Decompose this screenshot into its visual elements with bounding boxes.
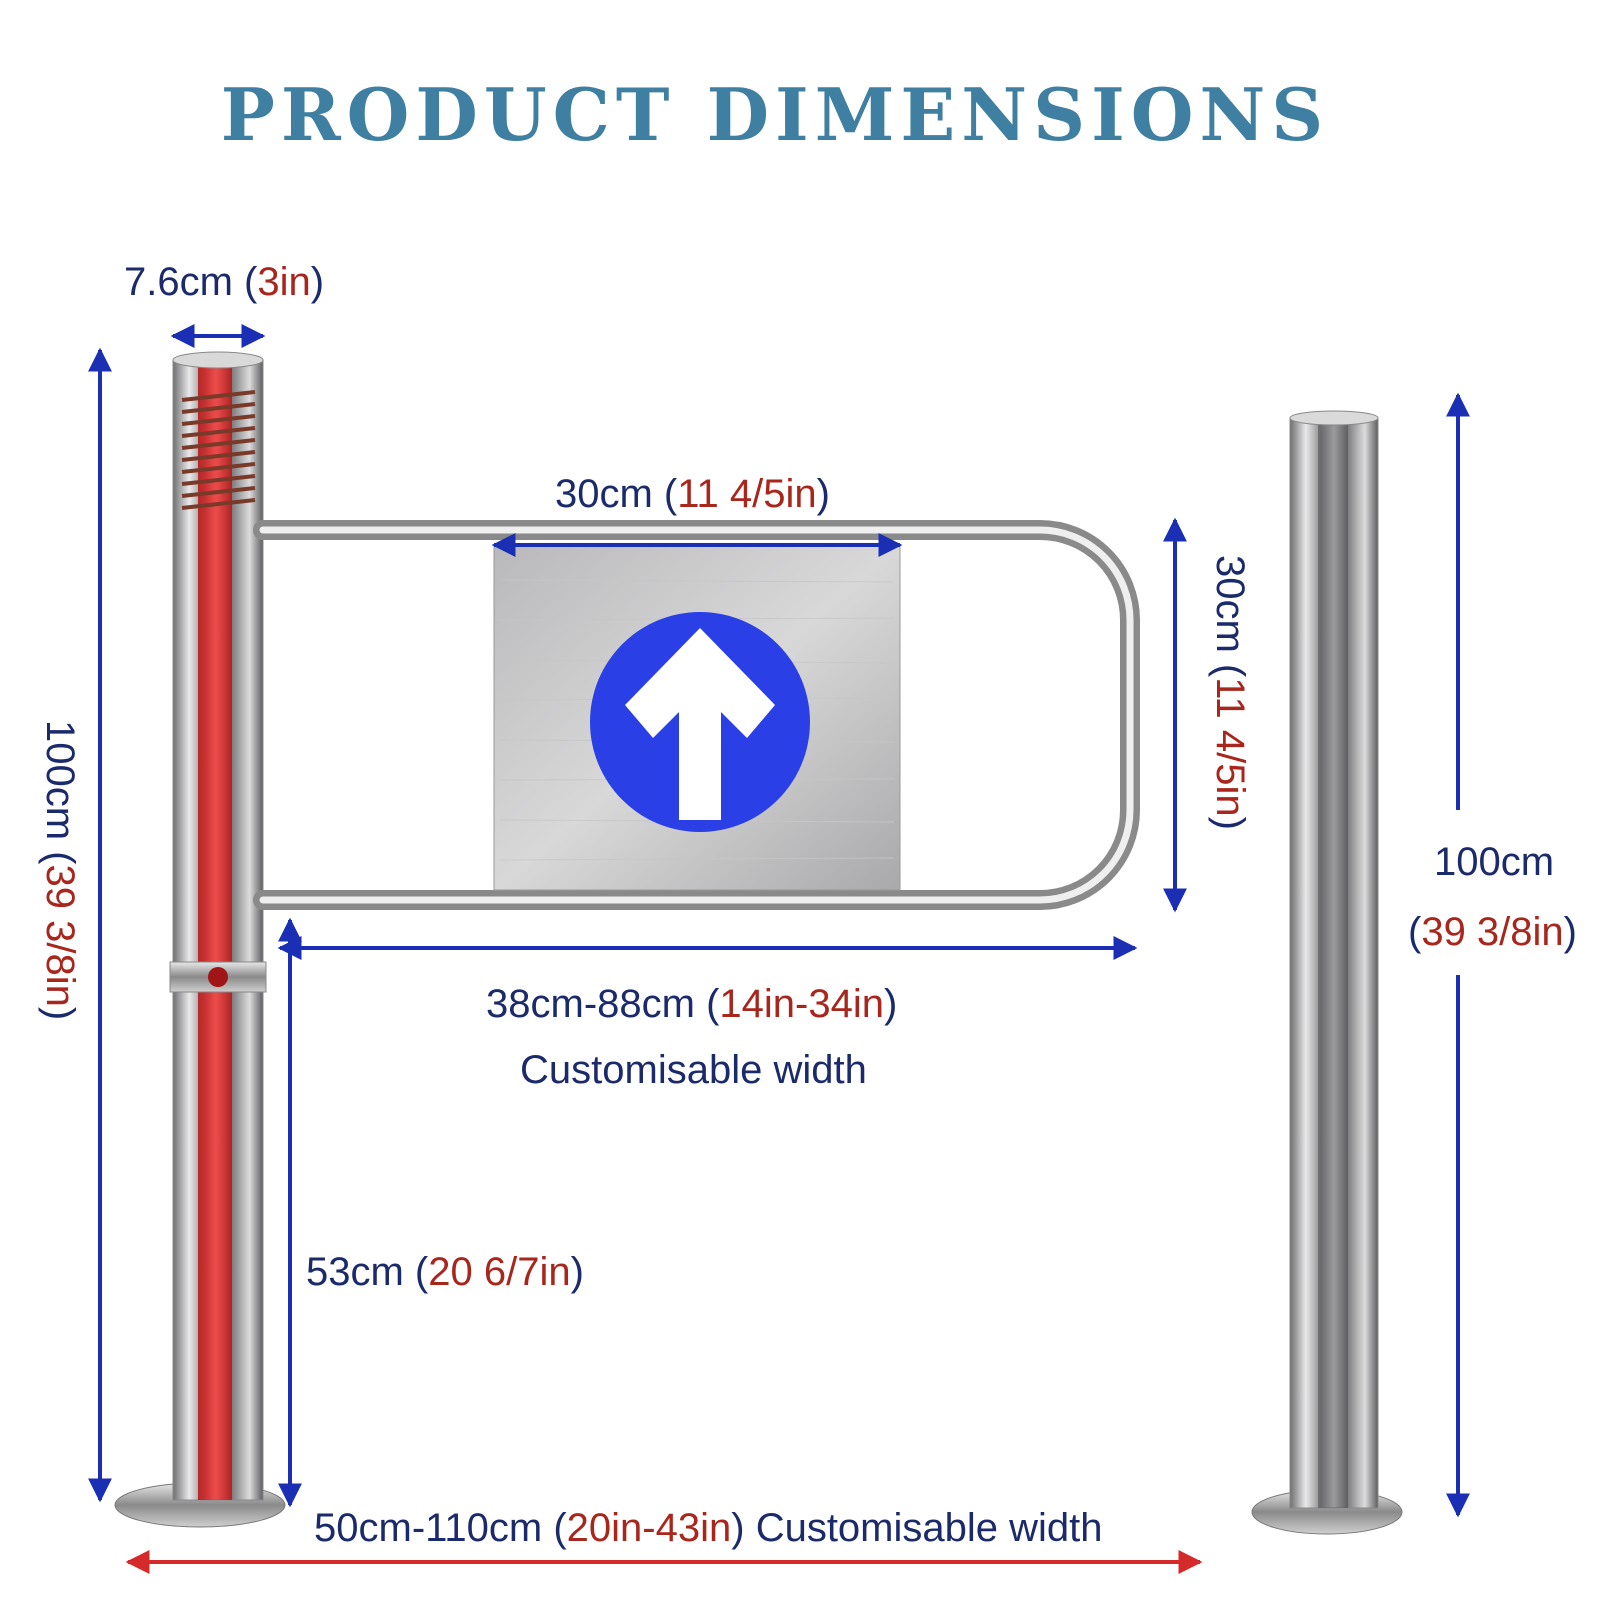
total-width-label: 50cm-110cm (20in-43in) Customisable widt… [314, 1506, 1103, 1550]
arm-width-label: 38cm-88cm (14in-34in) [486, 982, 898, 1026]
right-post-height-imperial: (39 3/8in) [1408, 910, 1577, 954]
right-post [1251, 410, 1403, 1535]
sign-height-label: 30cm (11 4/5in) [1208, 555, 1252, 830]
post-diameter-label: 7.6cm (3in) [124, 260, 325, 304]
right-post-height-metric: 100cm [1434, 840, 1555, 884]
gate-arm [253, 520, 1140, 910]
spring-coil [181, 390, 256, 510]
sign-plate [493, 544, 901, 891]
up-arrow-icon [625, 628, 775, 820]
left-post-height-label-rotated: 100cm (39 3/8in) [38, 720, 82, 1021]
dimension-arrows [88, 324, 1470, 1574]
arm-height-label: 53cm (20 6/7in) [306, 1250, 584, 1294]
arm-width-note: Customisable width [520, 1048, 867, 1092]
left-post [114, 351, 286, 1528]
sign-width-label: 30cm (11 4/5in) [555, 472, 830, 516]
page-title: PRODUCT DIMENSIONS [220, 72, 1330, 157]
